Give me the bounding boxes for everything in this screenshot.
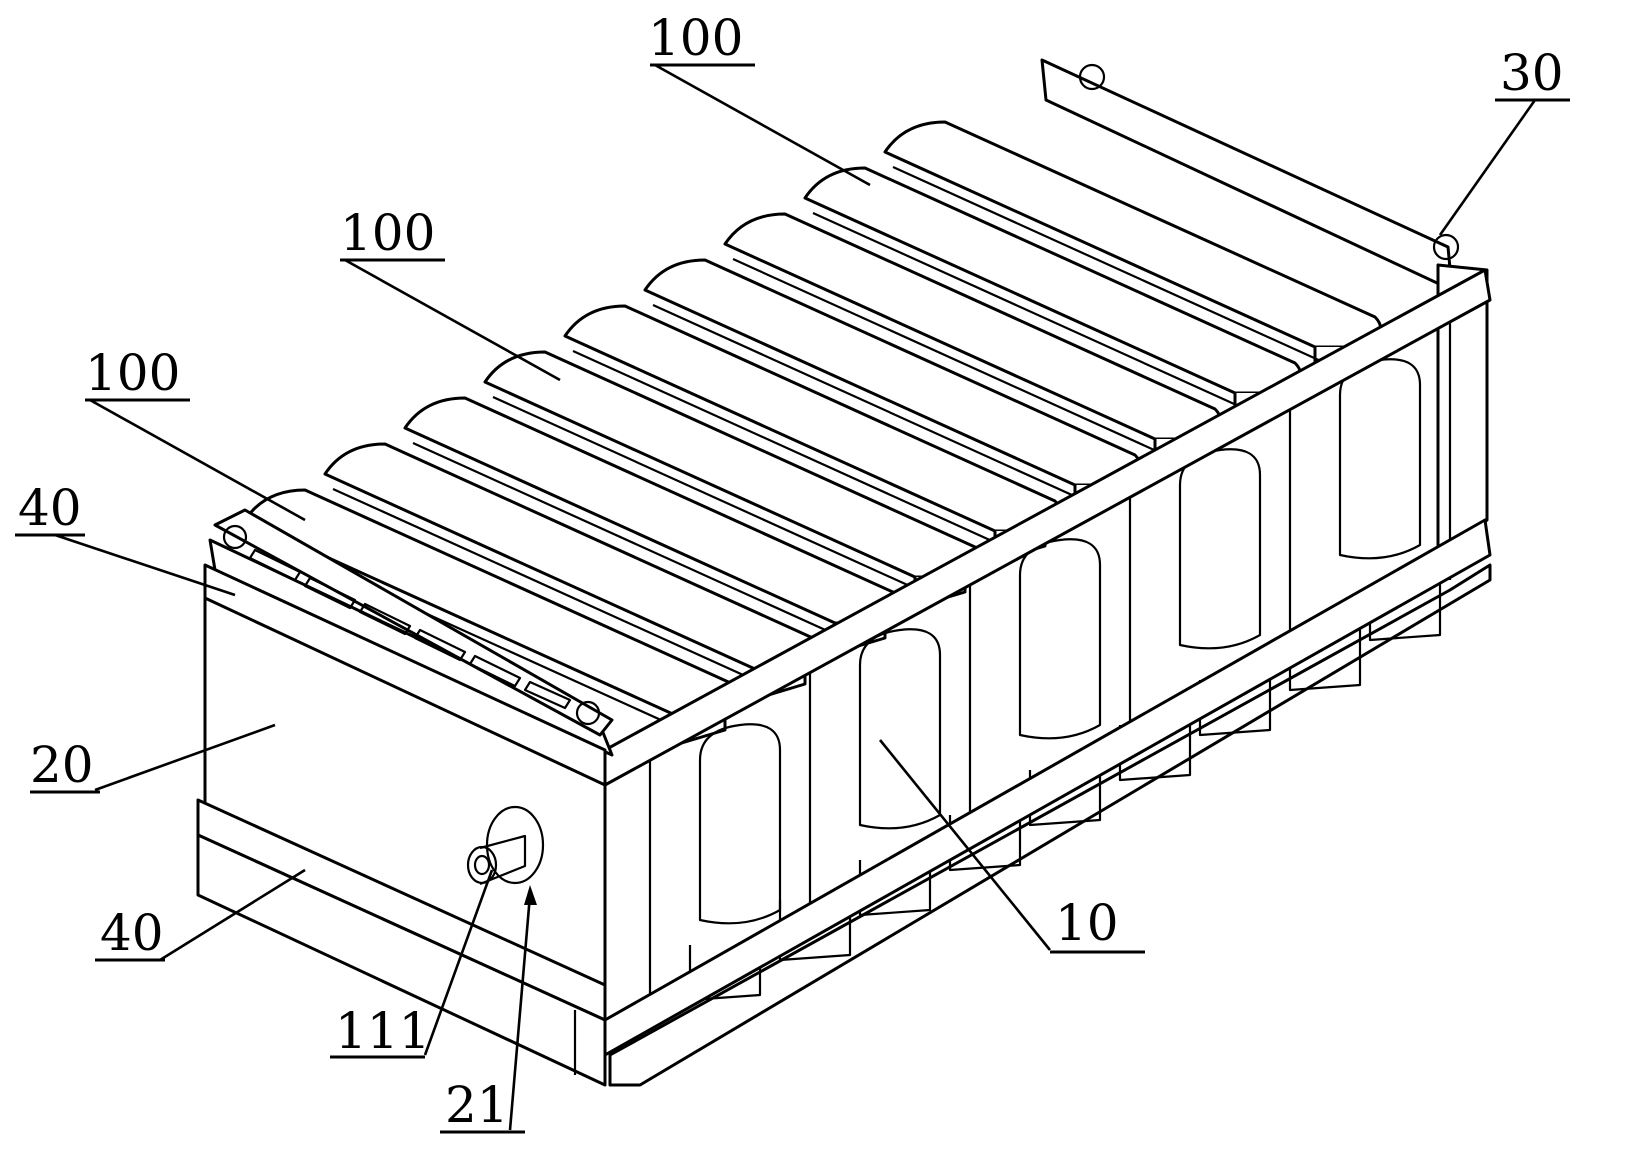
cell-edge [812, 211, 1244, 410]
vent-slots [248, 548, 572, 710]
front-end-plate [196, 508, 614, 1087]
nozzle-icon [466, 845, 498, 885]
cell-edge [492, 395, 924, 594]
label-100-middle: 100 [340, 204, 435, 262]
label-111: 111 [335, 1002, 430, 1060]
label-40-bottom: 40 [100, 904, 164, 962]
bottom-strap-side [603, 518, 1492, 1057]
label-21: 21 [445, 1076, 509, 1134]
label-100-top: 100 [648, 9, 743, 67]
cell-edge [572, 349, 1004, 548]
cell-edge [732, 257, 1164, 456]
cell-edge [652, 303, 1084, 502]
leader-lines [54, 63, 1537, 1131]
label-30: 30 [1500, 44, 1564, 102]
reference-labels: 100 100 100 30 40 20 40 10 111 21 [15, 9, 1570, 1134]
cell-edge [892, 165, 1324, 364]
side-dividers [648, 310, 1452, 1030]
battery-cells [243, 120, 1383, 747]
label-40-top: 40 [18, 479, 82, 537]
label-20: 20 [30, 736, 94, 794]
cell-edge [332, 487, 764, 686]
label-100-left: 100 [85, 344, 180, 402]
cell-edge [412, 441, 844, 640]
top-strap-front [203, 563, 607, 787]
label-10: 10 [1055, 894, 1119, 952]
side-face [603, 268, 1492, 1087]
